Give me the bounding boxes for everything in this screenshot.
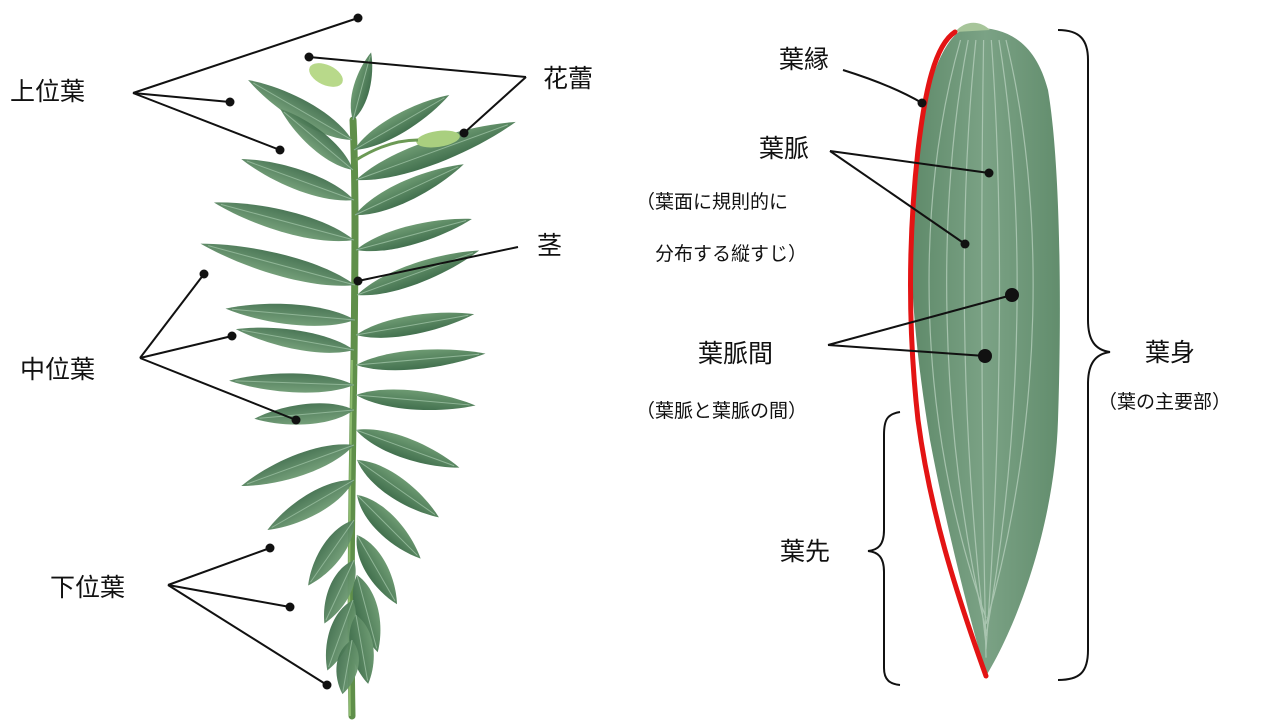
label-upper-leaves: 上位葉 [10, 79, 85, 104]
label-leaf-blade: 葉身 [1145, 340, 1195, 365]
plant-leaf-midrib [247, 445, 354, 484]
label-middle-leaves: 中位葉 [20, 357, 95, 382]
label-leaf-tip: 葉先 [780, 539, 830, 564]
plant-leaf-midrib [356, 430, 454, 466]
label-intervein-note: （葉脈と葉脈の間） [636, 402, 807, 421]
pointer-lines [133, 18, 1012, 685]
label-vein-note-2: 分布する縦すじ） [655, 245, 807, 264]
lily-plant-illustration [198, 50, 520, 716]
flower-bud-top [305, 58, 346, 91]
blade-brace [1058, 30, 1110, 680]
plant-leaf-midrib [221, 204, 354, 240]
label-vein-note-1: （葉面に規則的に [636, 193, 788, 212]
plant-leaf-midrib [356, 220, 466, 250]
label-leaf-margin: 葉縁 [779, 47, 829, 72]
label-flower-bud: 花蕾 [543, 66, 593, 91]
tip-brace [868, 412, 900, 685]
label-stem: 茎 [537, 233, 562, 258]
plant-leaf-midrib [272, 480, 354, 528]
plant-leaf-midrib [357, 253, 473, 295]
label-blade-note: （葉の主要部） [1098, 393, 1231, 412]
plant-leaf-midrib [208, 246, 355, 285]
plant-leaf-midrib [247, 161, 354, 200]
label-intervein: 葉脈間 [698, 341, 773, 366]
label-lower-leaves: 下位葉 [50, 575, 125, 600]
label-vein: 葉脈 [759, 136, 809, 161]
